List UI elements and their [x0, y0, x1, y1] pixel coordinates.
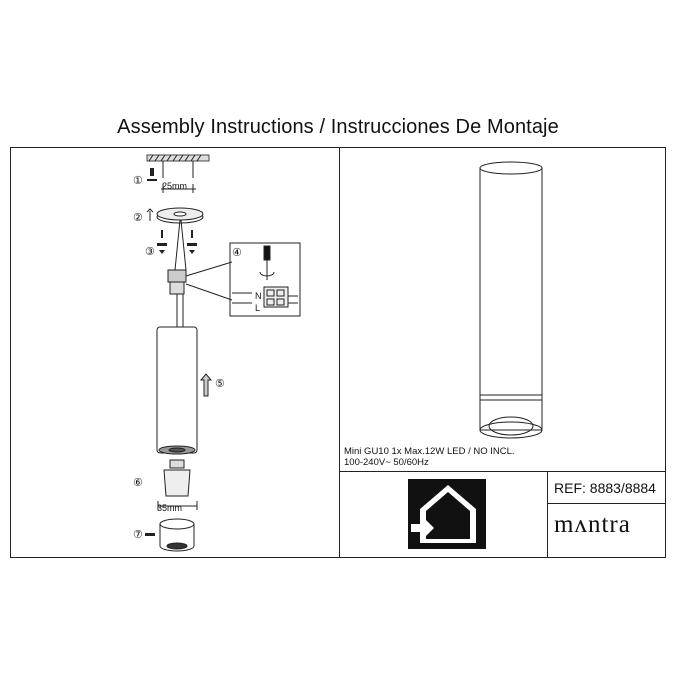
bulb-icon — [157, 459, 198, 510]
step-5-number: ⑤ — [215, 378, 225, 390]
divider-vertical-info — [547, 471, 548, 558]
instruction-sheet — [10, 147, 666, 558]
step-6-number: ⑥ — [133, 477, 143, 489]
screw-icon-step3 — [157, 230, 197, 254]
arrow-up-icon — [199, 373, 213, 397]
lamp-icon — [156, 326, 198, 455]
wire-n-label: N — [255, 291, 262, 301]
ceiling-icon — [146, 154, 210, 193]
step-4-number: ④ — [232, 247, 242, 259]
step-3-number: ③ — [145, 246, 155, 258]
screw-icon — [147, 168, 157, 181]
step-7-number: ⑦ — [133, 529, 143, 541]
divider-horizontal — [339, 471, 666, 472]
ring-icon — [145, 518, 195, 552]
page-title: Assembly Instructions / Instrucciones De… — [117, 116, 559, 138]
connector-icon — [167, 261, 233, 301]
step-1-dimension: 25mm — [162, 181, 188, 191]
spec-line-1: Mini GU10 1x Max.12W LED / NO INCL. — [344, 446, 515, 457]
divider-horizontal-info — [547, 503, 666, 504]
spec-line-2: 100-240V~ 50/60Hz — [344, 457, 429, 468]
product-view — [479, 161, 543, 439]
screwdriver-icon — [259, 245, 275, 280]
plate-icon — [146, 207, 204, 224]
wire-l-label: L — [255, 303, 261, 313]
brand-logo: mʌntra — [554, 511, 631, 538]
step-1-number: ① — [133, 175, 143, 187]
step-6-dimension: 35mm — [157, 503, 183, 513]
step-2-number: ② — [133, 212, 143, 224]
divider-vertical — [339, 147, 340, 558]
reference-label: REF: 8883/8884 — [554, 480, 656, 496]
indoor-use-icon — [408, 479, 486, 549]
